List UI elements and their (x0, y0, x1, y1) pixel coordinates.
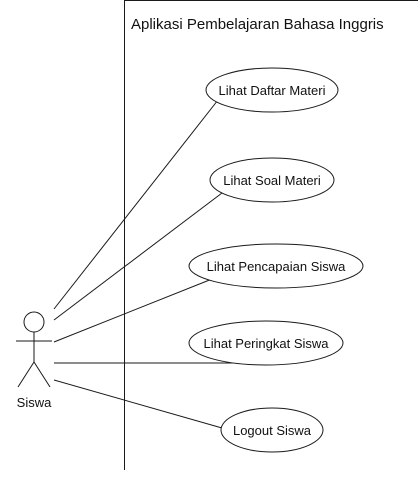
use-case-ellipse (188, 320, 344, 366)
association-lihat-pencapaian-siswa (53, 278, 213, 343)
use-case-label: Lihat Pencapaian Siswa (207, 259, 347, 274)
use-case-ellipse (209, 157, 335, 203)
use-case-logout-siswa[interactable]: Logout Siswa (220, 407, 324, 453)
use-case-label: Lihat Peringkat Siswa (203, 336, 329, 351)
actor-right-leg (33, 361, 51, 388)
use-case-lihat-soal-materi[interactable]: Lihat Soal Materi (209, 157, 335, 203)
use-case-ellipse (188, 243, 364, 289)
system-boundary: Aplikasi Pembelajaran Bahasa Inggris (124, 0, 418, 470)
use-case-label: Lihat Daftar Materi (219, 83, 326, 98)
use-case-lihat-pencapaian-siswa[interactable]: Lihat Pencapaian Siswa (188, 243, 364, 289)
actor-left-leg (17, 361, 35, 388)
association-lihat-daftar-materi (53, 99, 219, 310)
use-case-lihat-peringkat-siswa[interactable]: Lihat Peringkat Siswa (188, 320, 344, 366)
use-case-ellipse (220, 407, 324, 453)
actor-label: Siswa (17, 395, 52, 410)
association-logout-siswa (53, 379, 223, 429)
use-case-ellipse (205, 67, 339, 113)
use-case-label: Logout Siswa (233, 423, 312, 438)
actor-head (23, 311, 45, 333)
use-case-label: Lihat Soal Materi (223, 173, 321, 188)
association-lihat-soal-materi (53, 192, 223, 321)
associations (53, 99, 243, 429)
actor-siswa[interactable]: Siswa (16, 311, 52, 410)
use-case-lihat-daftar-materi[interactable]: Lihat Daftar Materi (205, 67, 339, 113)
system-title: Aplikasi Pembelajaran Bahasa Inggris (131, 16, 384, 33)
